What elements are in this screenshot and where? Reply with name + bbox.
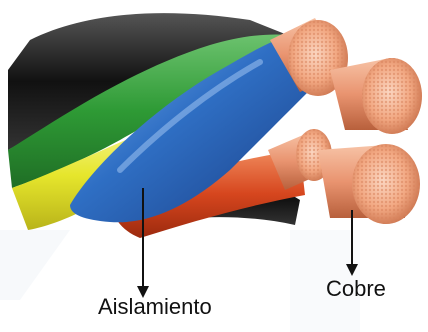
insulation-label: Aislamiento [98,294,212,320]
copper-label: Cobre [326,276,386,302]
